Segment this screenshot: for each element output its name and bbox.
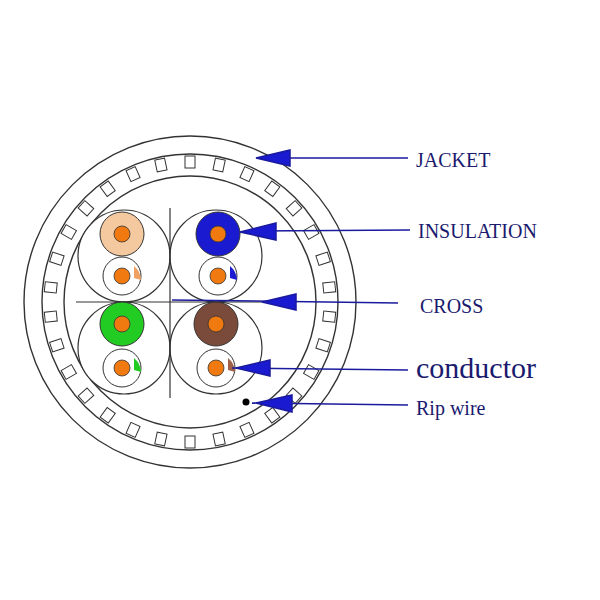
shield-tooth — [100, 181, 115, 197]
shield-tooth — [323, 282, 336, 293]
shield-tooth — [126, 422, 140, 437]
part-label: conductor — [416, 353, 536, 383]
orange-wire — [100, 212, 144, 256]
shield-tooth — [61, 225, 76, 240]
pair-circle — [170, 210, 262, 302]
shield-teeth — [44, 156, 335, 448]
shield-tooth — [185, 156, 195, 168]
shield-tooth — [304, 365, 319, 380]
conductor-core — [210, 268, 226, 284]
arrow-head — [256, 395, 292, 412]
shield-tooth — [240, 167, 254, 182]
white-blue-wire — [199, 257, 237, 295]
arrow-head — [262, 294, 296, 310]
shield-tooth — [44, 311, 57, 322]
shield-tooth — [61, 365, 76, 380]
stripe — [230, 266, 237, 280]
shield-inner — [64, 176, 316, 428]
conductor-core — [114, 360, 130, 376]
shield-tooth — [304, 225, 319, 240]
shield-tooth — [316, 252, 331, 265]
white-orange-wire — [103, 257, 141, 295]
shield-tooth — [265, 407, 280, 423]
conductor-core — [114, 226, 130, 242]
shield-tooth — [155, 158, 167, 172]
pair-circle — [78, 210, 170, 302]
stripe — [228, 358, 235, 372]
arrow-head — [256, 150, 290, 166]
rip-wire-dot — [243, 399, 250, 406]
arrow-head — [236, 360, 270, 376]
brown-wire — [194, 302, 238, 346]
shield-tooth — [100, 407, 115, 423]
shield-tooth — [78, 201, 94, 216]
shield-tooth — [316, 339, 331, 352]
conductor-core — [210, 226, 226, 242]
white-green-wire — [103, 349, 141, 387]
part-label: CROSS — [420, 296, 483, 316]
white-brown-wire — [197, 349, 235, 387]
conductor-core — [208, 316, 224, 332]
shield-tooth — [213, 158, 225, 172]
pair-circle — [170, 302, 262, 394]
shield-tooth — [44, 282, 57, 293]
shield-tooth — [323, 311, 336, 322]
shield-tooth — [265, 181, 280, 197]
shield-tooth — [126, 167, 140, 182]
conductor-core — [208, 360, 224, 376]
stripe — [134, 266, 141, 280]
leader-line — [255, 230, 410, 231]
shield-tooth — [185, 436, 195, 448]
shield-tooth — [213, 432, 225, 446]
stripe — [134, 358, 141, 372]
conductor-core — [114, 316, 130, 332]
shield-tooth — [155, 432, 167, 446]
green-wire — [100, 302, 144, 346]
shield-tooth — [50, 339, 65, 352]
cross-separator — [76, 208, 264, 398]
pair-circle — [78, 302, 170, 394]
shield-outer — [42, 154, 338, 450]
shield-tooth — [78, 388, 94, 403]
part-label: INSULATION — [418, 221, 537, 241]
shield-tooth — [286, 201, 302, 216]
shield-tooth — [240, 422, 254, 437]
shield-tooth — [50, 252, 65, 265]
arrow-head — [240, 223, 276, 240]
part-label: JACKET — [416, 150, 490, 170]
part-label: Rip wire — [416, 398, 485, 418]
conductor-core — [114, 268, 130, 284]
blue-wire — [196, 212, 240, 256]
